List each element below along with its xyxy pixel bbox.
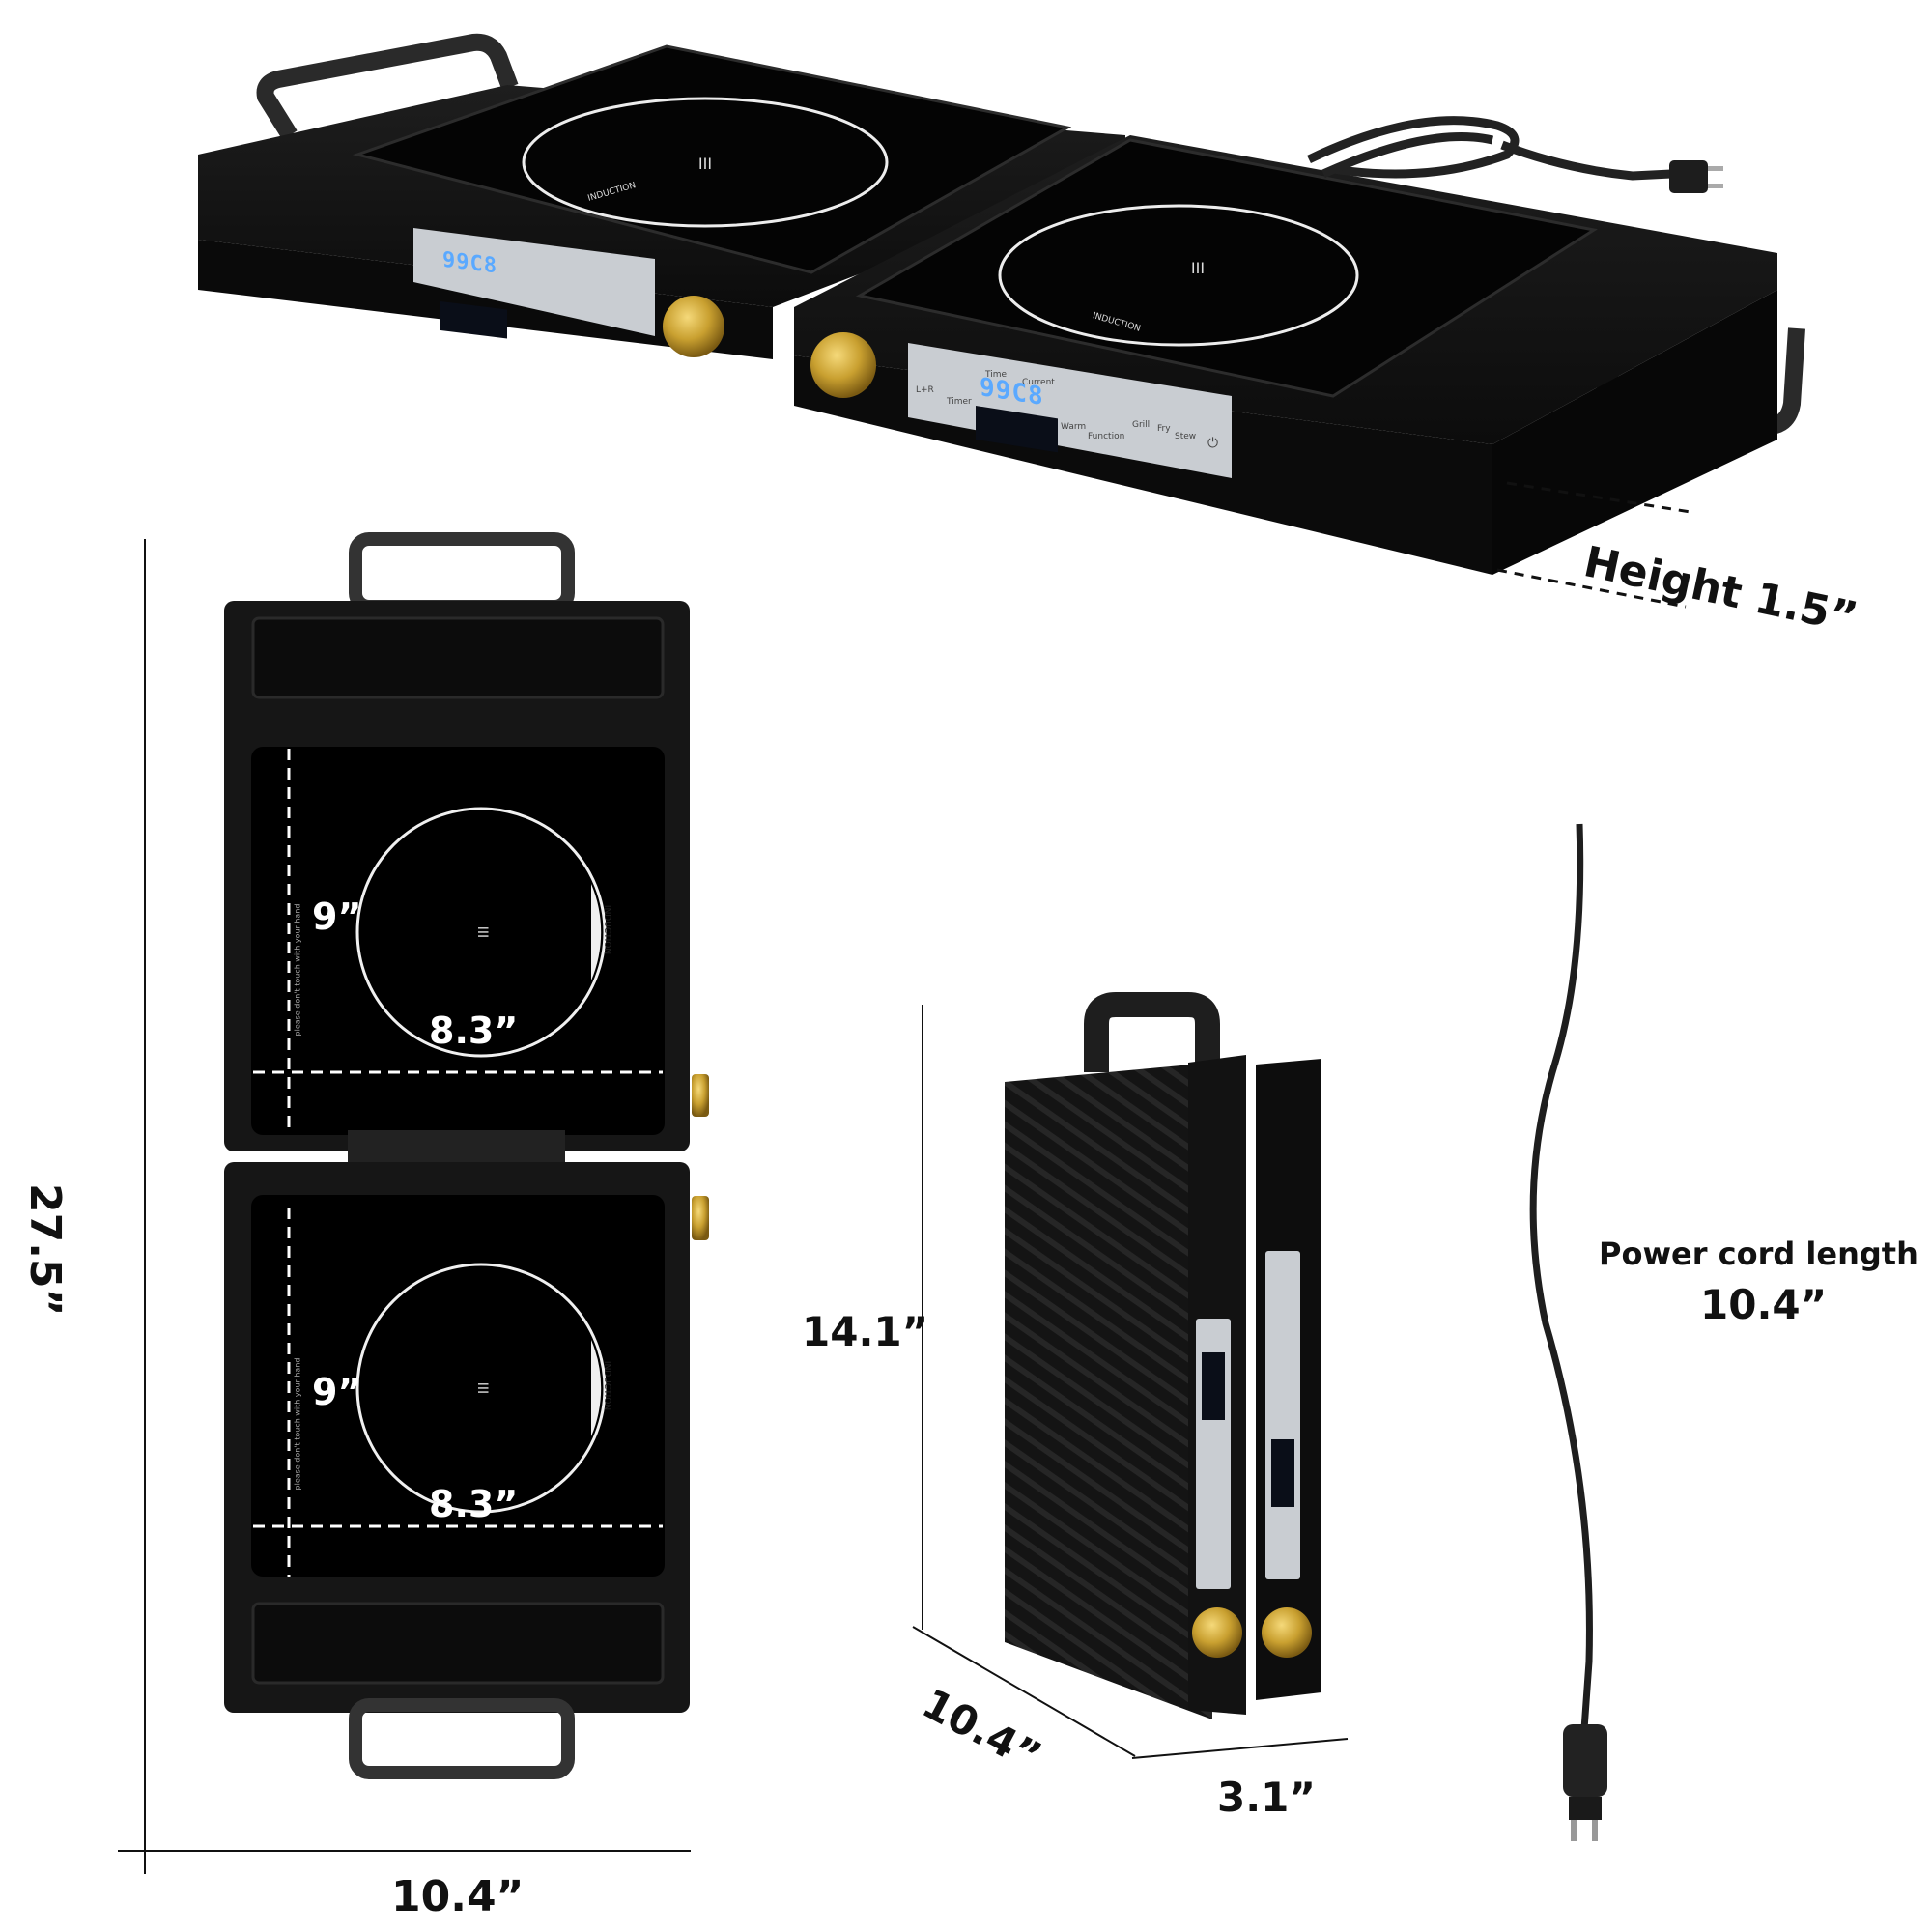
left-burner-center-mark: III xyxy=(698,155,712,173)
btn-fry[interactable]: Fry xyxy=(1157,424,1171,434)
right-unit-side-end xyxy=(1492,290,1777,575)
burner-diameter-top: 9” xyxy=(312,895,362,938)
folded-thickness-line xyxy=(1131,1738,1349,1759)
folded-ribbed-face xyxy=(1005,1063,1212,1719)
flat-lower-warning: please don't touch with your hand xyxy=(293,1357,302,1491)
right-knob[interactable] xyxy=(810,332,876,398)
right-control-panel xyxy=(908,343,1232,478)
flat-upper-induction-mark: INDUCTION xyxy=(602,904,612,955)
btn-time: Time xyxy=(985,370,1008,380)
folded-panel-2 xyxy=(1265,1251,1300,1579)
folded-height-label: 14.1” xyxy=(802,1308,929,1355)
left-glass-top xyxy=(352,44,1072,274)
right-glass-top xyxy=(855,138,1598,398)
power-cord xyxy=(1529,823,1593,1730)
power-icon[interactable]: ⏻ xyxy=(1208,436,1219,451)
folded-knob-2[interactable] xyxy=(1262,1607,1312,1658)
left-burner-ring xyxy=(522,97,889,228)
folded-view xyxy=(912,992,1349,1759)
right-burner-ring xyxy=(998,204,1359,347)
flat-bottom-handle xyxy=(349,1698,575,1779)
left-control-panel xyxy=(413,228,655,336)
height-dash-bottom xyxy=(1496,568,1687,609)
flat-lower-burner-ring xyxy=(355,1263,607,1514)
power-cord-view xyxy=(1529,823,1607,1841)
flat-lower-tray xyxy=(251,1602,665,1685)
flat-upper-burner-white-arc xyxy=(591,884,602,980)
flat-upper-warning: please don't touch with your hand xyxy=(293,903,302,1037)
left-knob[interactable] xyxy=(663,296,724,357)
power-cord-length-value: 10.4” xyxy=(1700,1281,1828,1328)
folded-handle xyxy=(1084,992,1220,1072)
power-cord-length-label: Power cord length xyxy=(1599,1236,1918,1272)
burner-diameter-bottom: 9” xyxy=(312,1371,362,1413)
flat-top-view: III III xyxy=(118,532,709,1874)
flat-top-handle xyxy=(349,532,575,613)
flat-upper-burner-ring xyxy=(355,807,607,1058)
left-display xyxy=(440,300,507,339)
btn-stew[interactable]: Stew xyxy=(1175,432,1197,441)
top-perspective-view: III III xyxy=(198,33,1805,609)
folded-display-1 xyxy=(1202,1352,1225,1420)
folded-thickness-label: 3.1” xyxy=(1217,1774,1317,1821)
right-burner-center-mark: III xyxy=(1191,259,1205,277)
btn-function[interactable]: Function xyxy=(1088,432,1125,441)
flat-upper-tray xyxy=(251,616,665,699)
svg-text:III: III xyxy=(474,1382,490,1394)
btn-current: Current xyxy=(1022,378,1055,387)
btn-l-r[interactable]: L+R xyxy=(916,385,934,395)
power-cord-coil xyxy=(1307,116,1672,181)
top-left-handle xyxy=(256,33,519,140)
flat-lower-burner-white-arc xyxy=(591,1340,602,1436)
flat-upper-knob[interactable] xyxy=(692,1074,709,1117)
length-label: 27.5” xyxy=(20,1183,70,1317)
folded-depth-line xyxy=(912,1626,1136,1757)
folded-knob-1[interactable] xyxy=(1192,1607,1242,1658)
btn-grill[interactable]: Grill xyxy=(1132,420,1151,430)
burner-width-top: 8.3” xyxy=(429,1009,519,1052)
height-dash-top xyxy=(1506,481,1691,514)
right-display xyxy=(976,405,1058,453)
btn-warm[interactable]: Warm xyxy=(1061,422,1087,432)
plug-top xyxy=(1669,160,1723,193)
folded-display-2 xyxy=(1271,1439,1294,1507)
plug-bottom xyxy=(1563,1724,1607,1841)
flat-lower-induction-mark: INDUCTION xyxy=(602,1360,612,1411)
burner-width-bottom: 8.3” xyxy=(429,1483,519,1525)
width-label: 10.4” xyxy=(391,1872,525,1921)
flat-upper-glass xyxy=(251,747,665,1135)
flat-lower-knob[interactable] xyxy=(692,1196,709,1240)
btn-timer[interactable]: Timer xyxy=(947,397,972,407)
svg-text:III: III xyxy=(474,926,490,938)
